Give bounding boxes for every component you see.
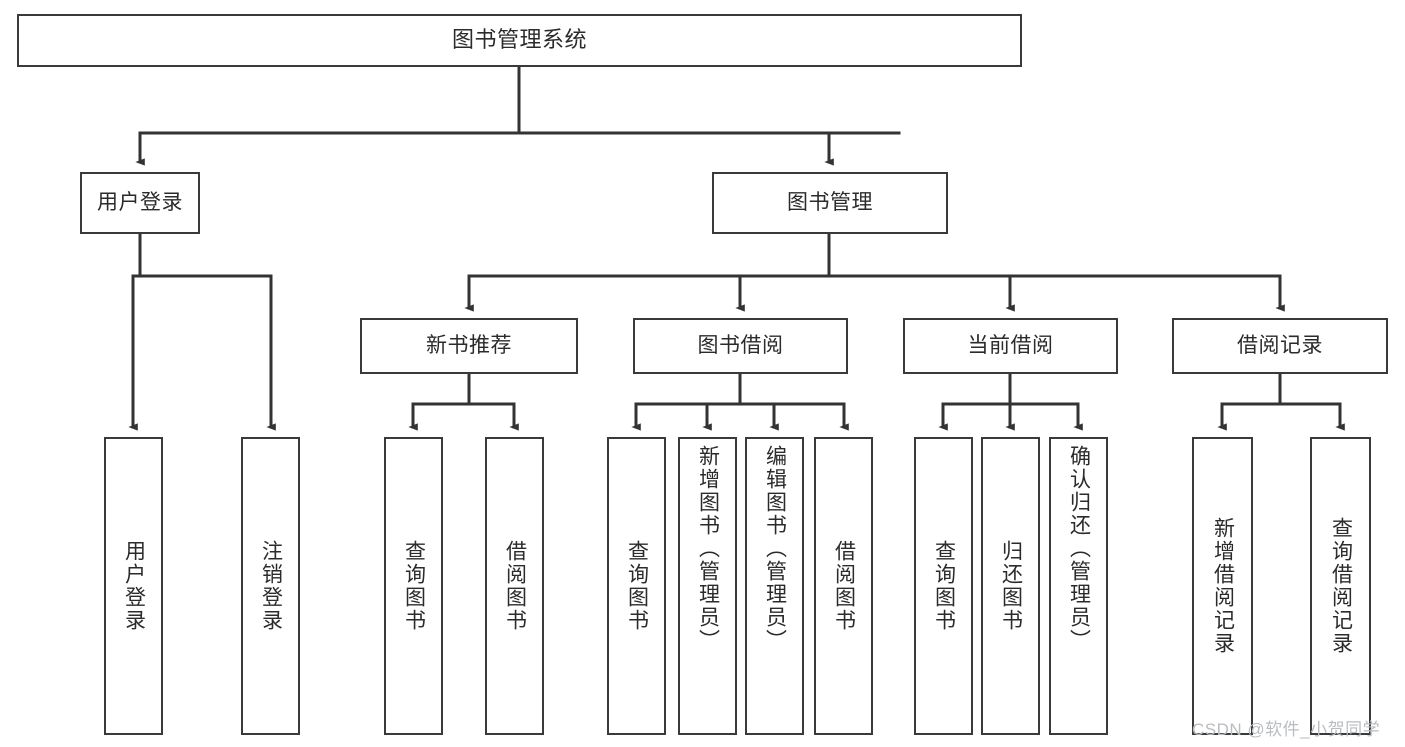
node-leaf-confirm-return[interactable]: 确认归还（管理员） xyxy=(1049,437,1108,735)
node-borrow-record[interactable]: 借阅记录 xyxy=(1172,318,1388,374)
node-leaf-query-book-2[interactable]: 查询图书 xyxy=(607,437,666,735)
node-leaf-user-login-label: 用户登录 xyxy=(122,540,146,632)
csdn-watermark: CSDN @软件_小贺同学 xyxy=(1192,720,1381,739)
node-current-borrow-label: 当前借阅 xyxy=(967,334,1054,358)
node-user-login[interactable]: 用户登录 xyxy=(80,172,200,234)
node-book-manage-label: 图书管理 xyxy=(787,191,873,215)
node-leaf-return-book[interactable]: 归还图书 xyxy=(981,437,1040,735)
node-new-book-recommend-label: 新书推荐 xyxy=(426,334,512,358)
node-current-borrow[interactable]: 当前借阅 xyxy=(903,318,1118,374)
node-leaf-borrow-book-2[interactable]: 借阅图书 xyxy=(814,437,873,735)
node-leaf-borrow-book-2-label: 借阅图书 xyxy=(832,540,856,632)
node-book-manage[interactable]: 图书管理 xyxy=(712,172,948,234)
node-leaf-borrow-book-1[interactable]: 借阅图书 xyxy=(485,437,544,735)
node-leaf-add-borrow-record[interactable]: 新增借阅记录 xyxy=(1192,437,1253,735)
node-leaf-query-book-3-label: 查询图书 xyxy=(932,540,956,632)
node-leaf-edit-book-label: 编辑图书（管理员） xyxy=(763,445,787,652)
node-book-borrow-label: 图书借阅 xyxy=(697,334,784,358)
node-root-label: 图书管理系统 xyxy=(451,27,587,53)
node-leaf-add-borrow-record-label: 新增借阅记录 xyxy=(1211,517,1235,655)
node-leaf-query-book-1[interactable]: 查询图书 xyxy=(384,437,443,735)
node-book-borrow[interactable]: 图书借阅 xyxy=(633,318,848,374)
node-leaf-user-logout[interactable]: 注销登录 xyxy=(241,437,300,735)
node-leaf-edit-book[interactable]: 编辑图书（管理员） xyxy=(745,437,804,735)
node-leaf-user-logout-label: 注销登录 xyxy=(259,540,283,632)
node-leaf-query-book-1-label: 查询图书 xyxy=(402,540,426,632)
node-leaf-borrow-book-1-label: 借阅图书 xyxy=(503,540,527,632)
node-leaf-add-book-label: 新增图书（管理员） xyxy=(696,445,720,652)
node-leaf-query-borrow-record-label: 查询借阅记录 xyxy=(1329,517,1353,655)
node-new-book-recommend[interactable]: 新书推荐 xyxy=(360,318,578,374)
node-leaf-query-book-3[interactable]: 查询图书 xyxy=(914,437,973,735)
node-root[interactable]: 图书管理系统 xyxy=(17,14,1022,67)
node-leaf-user-login[interactable]: 用户登录 xyxy=(104,437,163,735)
node-leaf-query-borrow-record[interactable]: 查询借阅记录 xyxy=(1310,437,1371,735)
node-leaf-confirm-return-label: 确认归还（管理员） xyxy=(1067,445,1091,652)
node-leaf-add-book[interactable]: 新增图书（管理员） xyxy=(678,437,737,735)
node-user-login-label: 用户登录 xyxy=(97,191,183,215)
node-leaf-query-book-2-label: 查询图书 xyxy=(625,540,649,632)
node-borrow-record-label: 借阅记录 xyxy=(1237,334,1323,358)
node-leaf-return-book-label: 归还图书 xyxy=(999,540,1023,632)
